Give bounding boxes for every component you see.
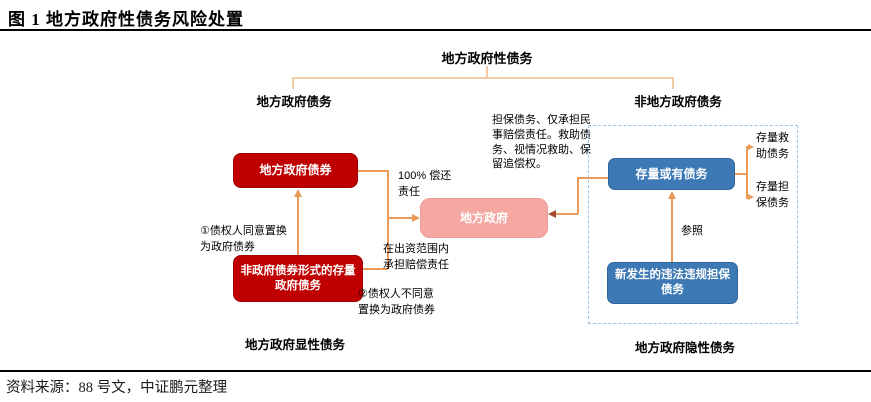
swap-arrow-up-icon bbox=[294, 189, 302, 197]
stock-contingent-debt-box: 存量或有债务 bbox=[608, 158, 735, 190]
implicit-debt-label: 地方政府隐性债务 bbox=[634, 341, 735, 355]
gov-left-arrow-line bbox=[388, 217, 413, 219]
tree-left-drop-line bbox=[292, 77, 294, 89]
bracket-vertical-line bbox=[746, 146, 748, 199]
guarantee-rescue-note: 担保债务、仅承担民事赔偿责任。救助债务、视情况救助、保留追偿权。 bbox=[492, 114, 591, 171]
swap-agree-note: ①债权人同意置换为政府债券 bbox=[200, 225, 287, 253]
root-node-label: 地方政府性债务 bbox=[441, 51, 533, 66]
contingent-connector-line bbox=[578, 177, 608, 179]
nonbond-stock-debt-box: 非政府债券形式的存量政府债务 bbox=[233, 255, 363, 302]
swap-arrow-line bbox=[297, 196, 299, 255]
within-contribution-note: 在出资范围内承担赔偿责任 bbox=[383, 243, 449, 271]
swap-disagree-note: ②债权人不同意置换为政府债券 bbox=[358, 288, 435, 316]
title-divider bbox=[0, 29, 871, 31]
bracket-stem-line bbox=[735, 173, 747, 175]
tree-cross-line bbox=[292, 77, 674, 79]
right-branch-label: 非地方政府债务 bbox=[634, 95, 722, 109]
tree-stem-line bbox=[486, 66, 488, 77]
implicit-debt-region bbox=[588, 125, 798, 324]
reference-label: 参照 bbox=[681, 225, 703, 237]
right-bus-line bbox=[577, 177, 579, 214]
explicit-debt-label: 地方政府显性债务 bbox=[244, 338, 345, 352]
left-bus-line bbox=[387, 170, 389, 269]
reference-arrow-line bbox=[671, 198, 673, 262]
reference-arrow-up-icon bbox=[668, 191, 676, 199]
figure-title: 图 1 地方政府性债务风险处置 bbox=[8, 10, 244, 29]
tree-right-drop-line bbox=[672, 77, 674, 89]
rescue-arrow-icon bbox=[748, 144, 754, 150]
new-illegal-guarantee-box: 新发生的违法违规担保债务 bbox=[607, 262, 738, 304]
local-gov-box: 地方政府 bbox=[420, 198, 548, 238]
local-gov-bond-box: 地方政府债券 bbox=[233, 153, 358, 188]
gov-right-arrow-icon bbox=[548, 210, 556, 218]
guarantee-arrow-icon bbox=[748, 194, 754, 200]
nonbond-connector-line bbox=[363, 268, 388, 270]
gov-left-arrow-icon bbox=[412, 214, 420, 222]
gov-right-arrow-line bbox=[556, 213, 578, 215]
source-note: 资料来源：88 号文，中证鹏元整理 bbox=[6, 380, 228, 396]
footer-divider bbox=[0, 370, 871, 372]
left-branch-label: 地方政府债务 bbox=[256, 95, 332, 109]
repay-responsibility-note: 100% 偿还责任 bbox=[398, 170, 452, 198]
bond-connector-line bbox=[358, 170, 388, 172]
stock-guarantee-debt-label: 存量担保债务 bbox=[756, 181, 789, 209]
stock-rescue-debt-label: 存量救助债务 bbox=[756, 132, 789, 160]
